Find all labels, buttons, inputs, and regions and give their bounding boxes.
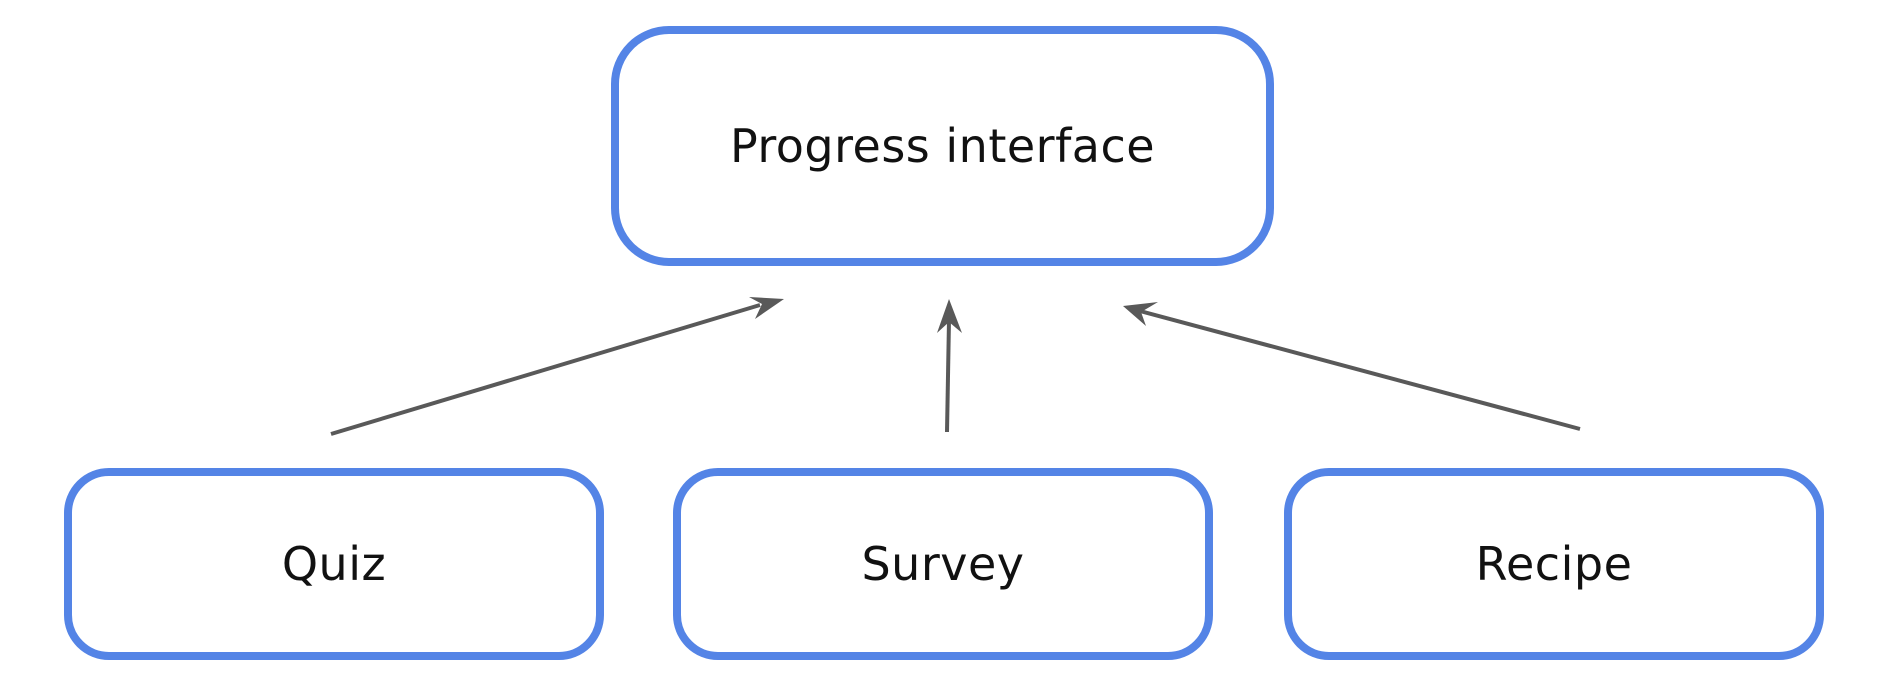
node-quiz: Quiz: [64, 468, 604, 660]
node-label-progress-interface: Progress interface: [729, 119, 1156, 173]
node-progress-interface: Progress interface: [611, 26, 1274, 266]
arrowhead-recipe: [1123, 302, 1158, 326]
node-survey: Survey: [673, 468, 1213, 660]
arrow-recipe-to-progress: [1139, 309, 1581, 431]
node-label-recipe: Recipe: [1475, 537, 1633, 591]
node-label-survey: Survey: [861, 537, 1025, 591]
arrow-survey-to-progress: [945, 319, 951, 433]
arrowhead-survey: [937, 299, 962, 333]
arrow-quiz-to-progress: [330, 303, 761, 436]
node-label-quiz: Quiz: [281, 537, 387, 591]
arrowhead-quiz: [749, 297, 784, 319]
node-recipe: Recipe: [1284, 468, 1824, 660]
